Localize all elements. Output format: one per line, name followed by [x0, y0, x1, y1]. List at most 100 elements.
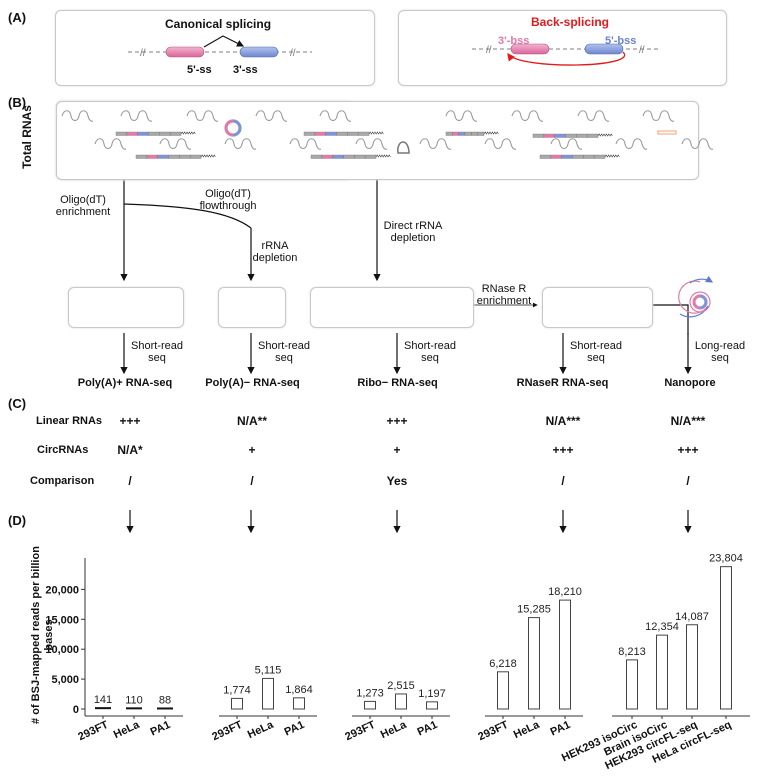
rrna-squiggle-icon: [550, 138, 583, 150]
mrna-exon-pink: [550, 155, 562, 159]
rrna-squiggle-icon: [511, 110, 544, 122]
y-tick-label: 15,000: [45, 614, 79, 626]
mrna-exon-blue: [137, 132, 149, 136]
bar-value-label: 141: [94, 694, 112, 706]
circrna-icon: [224, 119, 234, 137]
polya-tail-icon: [597, 133, 613, 137]
cell-circ-polya-plus: N/A*: [117, 443, 143, 457]
cell-comp-polya-plus: /: [128, 474, 132, 488]
mrna-exon-pink: [543, 134, 555, 138]
bar-value-label: 15,285: [517, 604, 551, 616]
panel-a-label: (A): [8, 10, 27, 25]
cell-comp-polya-minus: /: [250, 474, 254, 488]
polya-tail-icon: [368, 131, 384, 135]
y-tick-label: 0: [73, 704, 79, 716]
canonical-splicing-title: Canonical splicing: [165, 17, 272, 31]
y-tick-label: 5,000: [51, 674, 79, 686]
rnase-r-enrichment-label: RNase R enrichment: [476, 283, 532, 307]
cell-linear-ribo-minus: +++: [386, 414, 408, 428]
cell-linear-polya-plus: +++: [119, 414, 141, 428]
mrna-exon-pink: [126, 132, 138, 136]
splice-arrow: [203, 35, 245, 48]
five-prime-ss-label: 5'-ss: [187, 64, 212, 76]
seq-label-2: Short-read seq: [258, 340, 310, 364]
cell-comp-ribo-minus: Yes: [386, 474, 408, 488]
bar-value-label: 6,218: [489, 658, 517, 670]
canonical-splicing-box: [55, 10, 375, 86]
row-label-comparison: Comparison: [30, 475, 95, 487]
rrna-squiggle-icon: [642, 110, 675, 122]
direct-rrna-depletion-label: Direct rRNA depletion: [383, 220, 443, 244]
bar-value-label: 88: [159, 694, 171, 706]
bar: [126, 707, 142, 710]
bar: [293, 697, 305, 710]
workflow-arrows: [120, 180, 692, 534]
bar-value-label: 23,804: [709, 553, 743, 565]
rrna-squiggle-icon: [681, 138, 714, 150]
bar: [686, 624, 698, 710]
rrna-squiggle-icon: [355, 138, 388, 150]
cell-circ-polya-minus: +: [248, 443, 256, 457]
bar: [95, 707, 111, 710]
cell-circ-rnaser: +++: [552, 443, 574, 457]
rrna-squiggle-icon: [615, 138, 648, 150]
bar: [656, 634, 668, 710]
cell-linear-nanopore: N/A***: [670, 414, 706, 428]
mrna-exon-blue: [458, 132, 465, 136]
back-splicing-box: [398, 10, 727, 86]
rrna-squiggle-icon: [319, 110, 352, 122]
rrna-squiggle-icon: [255, 110, 288, 122]
method-nanopore: Nanopore: [664, 377, 716, 389]
bar: [426, 701, 438, 710]
bar: [528, 617, 540, 710]
y-axis-label: # of BSJ-mapped reads per billion bases: [30, 546, 55, 724]
y-tick-label: 10,000: [45, 644, 79, 656]
rrna-squiggle-icon: [224, 138, 257, 150]
cell-comp-nanopore: /: [686, 474, 690, 488]
total-rnas-box-full: [56, 101, 699, 180]
rrna-squiggle-icon: [61, 110, 94, 122]
back-splicing-diagram: // //: [472, 43, 660, 66]
seq-label-4: Short-read seq: [570, 340, 622, 364]
rrna-squiggle-icon: [419, 138, 452, 150]
lariat-icon: [397, 141, 410, 154]
oligo-dt-flowthrough-label: Oligo(dT) flowthrough: [199, 188, 257, 212]
cell-comp-rnaser: /: [561, 474, 565, 488]
y-tick-label: 20,000: [45, 584, 79, 596]
method-polya-plus: Poly(A)+ RNA-seq: [77, 377, 173, 389]
cell-linear-polya-minus: N/A**: [236, 414, 267, 428]
mrna-exon-blue: [325, 132, 337, 136]
bar-value-label: 14,087: [675, 611, 709, 623]
oligo-dt-enrichment-label: Oligo(dT) enrichment: [55, 194, 111, 218]
mrna-exon-pink: [452, 132, 459, 136]
mrna-exon-blue: [561, 155, 573, 159]
bar-value-label: 5,115: [255, 664, 282, 676]
polya-tail-icon: [180, 131, 196, 135]
bar: [262, 677, 274, 710]
row-label-circrnas: CircRNAs: [37, 444, 89, 456]
panel-b-label: (B): [8, 95, 27, 110]
bar-value-label: 8,213: [618, 646, 646, 658]
polya-tail-icon: [604, 154, 620, 158]
rrna-squiggle-icon: [159, 138, 192, 150]
rrna-squiggle-icon: [120, 110, 153, 122]
rrna-fragment-icon: [657, 130, 677, 135]
mrna-exon-blue: [332, 155, 344, 159]
mrna-exon-pink: [321, 155, 333, 159]
bar: [626, 659, 638, 710]
exon-blue: [584, 43, 624, 55]
mrna-exon-pink: [314, 132, 326, 136]
panel-d-label: (D): [8, 513, 27, 528]
mrna-exon-blue: [554, 134, 566, 138]
method-ribo-minus: Ribo− RNA-seq: [357, 377, 438, 389]
svg-text://: //: [639, 45, 645, 56]
seq-label-3: Short-read seq: [404, 340, 456, 364]
rrna-squiggle-icon: [289, 138, 322, 150]
rrna-depletion-label: rRNA depletion: [252, 240, 298, 264]
bar: [395, 693, 407, 710]
canonical-splicing-diagram: // //: [128, 35, 312, 59]
cell-linear-rnaser: N/A***: [545, 414, 581, 428]
polya-tail-icon: [200, 154, 216, 158]
